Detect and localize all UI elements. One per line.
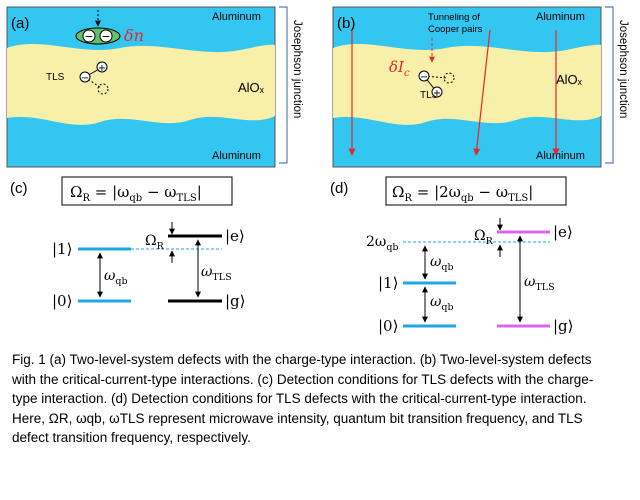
panel-a-electron-2-sign: − bbox=[101, 30, 110, 43]
panel-d-level-0-label: |0⟩ bbox=[378, 317, 398, 335]
panel-a-delta-n: δn bbox=[124, 26, 144, 45]
panel-a-tls-alt-state bbox=[97, 83, 109, 95]
panel-a-oxide-label: AlOₓ bbox=[238, 80, 265, 95]
panel-b-top-aluminum: Aluminum bbox=[536, 11, 585, 23]
panel-c: (c) ΩR = |ωqb − ωTLS| |1⟩ |0⟩ |e⟩ |g⟩ ΩR… bbox=[10, 176, 246, 310]
panel-d-omega-r-label: ΩR bbox=[474, 228, 494, 247]
panel-a-electron-2 bbox=[99, 29, 113, 43]
panel-a-tls-label: TLS bbox=[46, 72, 65, 83]
panel-b-oxide-layer bbox=[333, 44, 601, 125]
panel-a-junction-bracket bbox=[279, 6, 288, 164]
panel-b-tls-plus-sign: + bbox=[433, 88, 441, 99]
panel-b-delta-ic: δIc bbox=[389, 58, 410, 79]
panel-b: (b) Aluminum Aluminum AlOₓ TLS Tunneling… bbox=[332, 6, 602, 168]
panel-b-tls-plus bbox=[431, 86, 443, 98]
panel-d-level-e-label: |e⟩ bbox=[553, 223, 573, 241]
panel-b-tunneling-line2: Cooper pairs bbox=[428, 24, 483, 35]
panel-a-tls-plus bbox=[96, 61, 108, 73]
panel-c-level-g-label: |g⟩ bbox=[225, 292, 246, 310]
panel-d-formula-box bbox=[385, 176, 567, 206]
panel-a-label: (a) bbox=[11, 15, 29, 32]
panel-c-omega-qb-label: ωqb bbox=[104, 268, 128, 287]
panel-b-label: (b) bbox=[337, 15, 355, 32]
panel-a-tls-bond-2 bbox=[84, 76, 102, 89]
panel-c-omega-r-label: ΩR bbox=[145, 233, 165, 252]
panel-d-level-g-label: |g⟩ bbox=[553, 317, 574, 335]
panel-a-tls-plus-sign: + bbox=[98, 63, 106, 74]
panel-b-tls-minus-sign: − bbox=[420, 72, 428, 83]
panel-d-level-1-label: |1⟩ bbox=[378, 274, 398, 292]
panel-d-formula: ΩR = |2ωqb − ωTLS| bbox=[392, 183, 533, 204]
panel-d-omega-tls-label: ωTLS bbox=[524, 274, 555, 293]
panel-d-omega-qb-lower-label: ωqb bbox=[430, 294, 454, 313]
panel-a-tls-minus bbox=[79, 71, 91, 83]
panel-c-formula-box bbox=[61, 176, 233, 206]
panel-a-tls-minus-sign: − bbox=[81, 73, 89, 84]
panel-b-bottom-aluminum: Aluminum bbox=[536, 150, 585, 162]
panel-c-level-e-label: |e⟩ bbox=[225, 227, 245, 245]
panel-b-junction-bracket bbox=[605, 6, 614, 164]
panel-a-electron-1-sign: − bbox=[84, 30, 93, 43]
panel-a-junction-label: Josephson junction bbox=[291, 20, 303, 118]
panel-b-tls-alt-state bbox=[443, 72, 455, 84]
panel-b-tls-label: TLS bbox=[420, 90, 439, 101]
panel-d-label: (d) bbox=[330, 180, 348, 197]
panel-a-oxide-layer bbox=[7, 44, 275, 125]
panel-b-tls-minus bbox=[418, 70, 430, 82]
panel-c-formula: ΩR = |ωqb − ωTLS| bbox=[70, 183, 202, 204]
panel-b-tunneling-line1: Tunneling of bbox=[428, 12, 480, 23]
figure-caption: Fig. 1 (a) Two-level-system defects with… bbox=[12, 352, 594, 445]
panel-c-level-0-label: |0⟩ bbox=[52, 292, 72, 310]
panel-d-two-omega-label: 2ωqb bbox=[366, 234, 399, 253]
panel-b-current-arrow-2 bbox=[473, 29, 491, 156]
panel-d: (d) ΩR = |2ωqb − ωTLS| 2ωqb |1⟩ |0⟩ |e⟩ … bbox=[330, 176, 574, 335]
panel-a-electron-1 bbox=[82, 29, 96, 43]
panel-a-top-aluminum: Aluminum bbox=[212, 11, 261, 23]
panel-a: (a) Aluminum Aluminum AlOₓ TLS − − δn − … bbox=[6, 6, 276, 168]
panel-c-level-1-label: |1⟩ bbox=[52, 240, 72, 258]
panel-b-junction-label: Josephson junction bbox=[617, 20, 629, 118]
panel-c-omega-tls-label: ωTLS bbox=[201, 264, 232, 283]
panel-b-oxide-label: AlOₓ bbox=[556, 72, 583, 87]
panel-a-bottom-aluminum: Aluminum bbox=[212, 150, 261, 162]
panel-c-label: (c) bbox=[10, 180, 28, 197]
panel-d-omega-qb-upper-label: ωqb bbox=[430, 254, 454, 273]
